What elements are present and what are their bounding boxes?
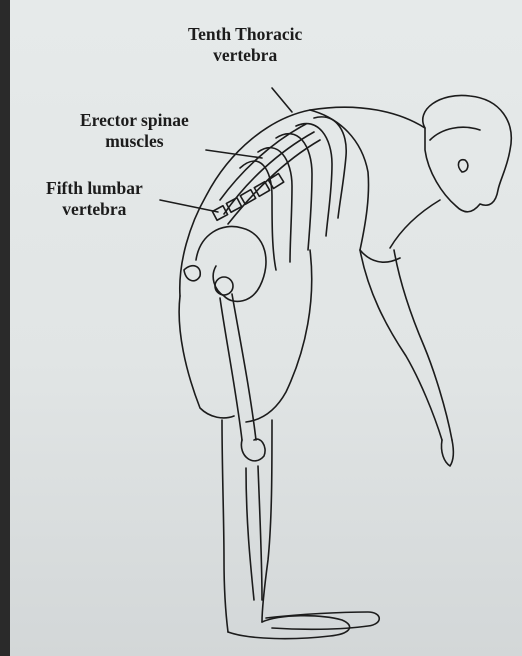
erector-spinae-strand-2 [220, 124, 306, 200]
erector-spinae-strand-3 [228, 140, 320, 224]
book-page: Tenth Thoracic vertebra Erector spinae m… [10, 0, 522, 656]
shorts-back [179, 296, 234, 418]
head-outline [423, 95, 511, 211]
bending-figure-illustration [10, 0, 522, 656]
label-fifth-lumbar-line1: Fifth lumbar [46, 178, 143, 199]
back-outline [180, 107, 425, 296]
hand [441, 440, 453, 466]
label-tenth-thoracic-line2: vertebra [188, 45, 302, 66]
back-foot [228, 616, 350, 639]
leader-tenth-thoracic [272, 88, 292, 112]
vertebra-4 [254, 182, 269, 197]
pelvis [196, 226, 266, 301]
hair-line [430, 127, 480, 140]
leg-back [222, 420, 228, 632]
label-tenth-thoracic-vertebra: Tenth Thoracic vertebra [188, 24, 302, 66]
hip-socket [184, 266, 200, 281]
tibia [246, 466, 262, 600]
label-tenth-thoracic-line1: Tenth Thoracic [188, 24, 302, 45]
front-foot [266, 612, 379, 629]
label-fifth-lumbar-vertebra: Fifth lumbar vertebra [46, 178, 143, 220]
femoral-head [215, 277, 233, 295]
leader-fifth-lumbar [160, 200, 218, 212]
vertebra-3 [240, 190, 255, 205]
shorts-front [246, 250, 312, 422]
label-erector-spinae-line1: Erector spinae [80, 110, 189, 131]
chest-front [390, 200, 440, 248]
knee-bones [241, 439, 265, 461]
label-erector-spinae-line2: muscles [80, 131, 189, 152]
ear [458, 160, 467, 172]
arm-back [394, 250, 452, 440]
shoulder [310, 110, 369, 250]
label-fifth-lumbar-line2: vertebra [46, 199, 143, 220]
leg-front [262, 420, 272, 622]
rib-3 [276, 134, 312, 250]
label-erector-spinae-muscles: Erector spinae muscles [80, 110, 189, 152]
